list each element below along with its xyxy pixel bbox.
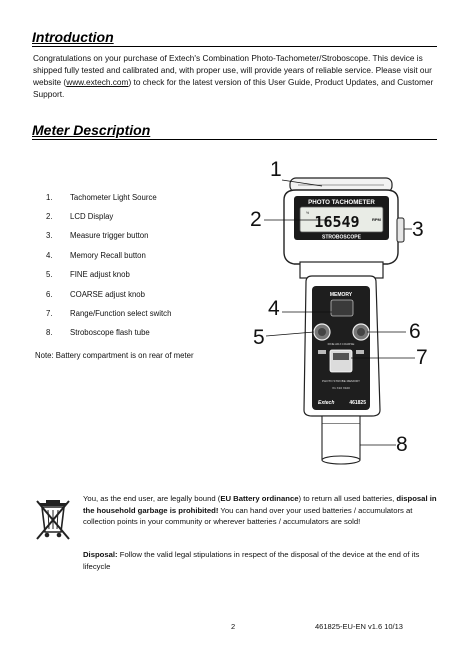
svg-text:%: % bbox=[306, 211, 309, 215]
battery-note: Note: Battery compartment is on rear of … bbox=[35, 351, 194, 360]
notice-text-a: You, as the end user, are legally bound … bbox=[83, 494, 221, 503]
svg-text:PHOTO STROBE MEMORY: PHOTO STROBE MEMORY bbox=[322, 379, 360, 383]
notice-ordinance: EU Battery ordinance bbox=[220, 494, 299, 503]
parts-list-label: Stroboscope flash tube bbox=[70, 328, 150, 337]
tube-collar bbox=[321, 415, 361, 425]
callout-2: 2 bbox=[250, 208, 262, 231]
battery-disposal-notice: You, as the end user, are legally bound … bbox=[83, 493, 438, 528]
measure-trigger-button bbox=[396, 217, 405, 243]
parts-list-number: 2. bbox=[46, 212, 53, 221]
disposal-label: Disposal: bbox=[83, 550, 118, 559]
parts-list-number: 7. bbox=[46, 309, 53, 318]
memory-label: MEMORY bbox=[330, 292, 353, 298]
notice-text-c: ) to return all used batteries, bbox=[298, 494, 397, 503]
parts-list-number: 4. bbox=[46, 251, 53, 260]
parts-list-item: 1. Tachometer Light Source bbox=[46, 193, 157, 203]
intro-paragraph: Congratulations on your purchase of Exte… bbox=[33, 52, 443, 100]
callout-7: 7 bbox=[416, 346, 428, 369]
meter-illustration: PHOTO TACHOMETER % 16549 RPM STROBOSCOPE… bbox=[264, 177, 415, 465]
parts-list-item: 4. Memory Recall button bbox=[46, 251, 146, 261]
parts-list-label: Range/Function select switch bbox=[70, 309, 172, 318]
parts-list-label: COARSE adjust knob bbox=[70, 290, 145, 299]
parts-list-item: 6. COARSE adjust knob bbox=[46, 290, 145, 300]
document-id: 461825-EU-EN v1.6 10/13 bbox=[315, 622, 403, 631]
page-number: 2 bbox=[231, 622, 236, 631]
website-link[interactable]: www.extech.com bbox=[66, 77, 129, 87]
parts-list-number: 8. bbox=[46, 328, 53, 337]
lcd-reading: 16549 bbox=[314, 213, 359, 231]
intro-rule bbox=[32, 46, 437, 47]
callout-1: 1 bbox=[270, 158, 282, 181]
intro-text-1: Congratulations on your purchase of Exte… bbox=[33, 53, 432, 87]
intro-text-2: ) to check for the latest version of thi… bbox=[33, 77, 434, 99]
disposal-text: Follow the valid legal stipulations in r… bbox=[83, 550, 420, 571]
svg-text:FINE ADJ COARSE: FINE ADJ COARSE bbox=[328, 342, 355, 346]
parts-list-number: 6. bbox=[46, 290, 53, 299]
callout-5: 5 bbox=[253, 326, 265, 349]
parts-list-item: 3. Measure trigger button bbox=[46, 231, 148, 241]
meter-rule bbox=[32, 139, 437, 140]
notice-prohibited: disposal in the household garbage is pro… bbox=[83, 494, 437, 515]
device-title: PHOTO TACHOMETER bbox=[308, 199, 375, 206]
callout-4: 4 bbox=[268, 297, 280, 320]
brand-strip: STROBOSCOPE bbox=[322, 235, 362, 241]
parts-list-label: Memory Recall button bbox=[70, 251, 146, 260]
parts-list-label: FINE adjust knob bbox=[70, 270, 130, 279]
intro-heading: Introduction bbox=[32, 29, 114, 45]
leader-5 bbox=[265, 331, 315, 337]
lcd-display bbox=[299, 206, 384, 233]
parts-list-number: 1. bbox=[46, 193, 53, 202]
parts-list-item: 5. FINE adjust knob bbox=[46, 270, 130, 280]
parts-list-item: 7. Range/Function select switch bbox=[46, 309, 171, 319]
parts-list-label: LCD Display bbox=[70, 212, 114, 221]
model-number: 461825 bbox=[349, 400, 366, 406]
parts-list-item: 2. LCD Display bbox=[46, 212, 113, 222]
parts-list-number: 5. bbox=[46, 270, 53, 279]
parts-list-item: 8. Stroboscope flash tube bbox=[46, 328, 150, 338]
callout-6: 6 bbox=[409, 320, 421, 343]
disposal-paragraph: Disposal: Follow the valid legal stipula… bbox=[83, 549, 438, 572]
leader-1 bbox=[281, 179, 323, 187]
meter-heading: Meter Description bbox=[32, 122, 151, 138]
control-panel bbox=[312, 286, 370, 410]
parts-list-label: Tachometer Light Source bbox=[70, 193, 157, 202]
lcd-unit: RPM bbox=[372, 217, 382, 222]
brand-logo: Extech bbox=[318, 400, 334, 406]
crossed-out-bin-icon bbox=[36, 500, 70, 540]
callout-3: 3 bbox=[412, 218, 424, 241]
parts-list-label: Measure trigger button bbox=[70, 231, 149, 240]
memory-recall-button bbox=[330, 299, 354, 317]
callout-8: 8 bbox=[396, 433, 408, 456]
svg-text:X1 X10 X100: X1 X10 X100 bbox=[332, 386, 350, 390]
notice-text-e: You can hand over your used batteries / … bbox=[83, 505, 413, 527]
parts-list-number: 3. bbox=[46, 231, 53, 240]
